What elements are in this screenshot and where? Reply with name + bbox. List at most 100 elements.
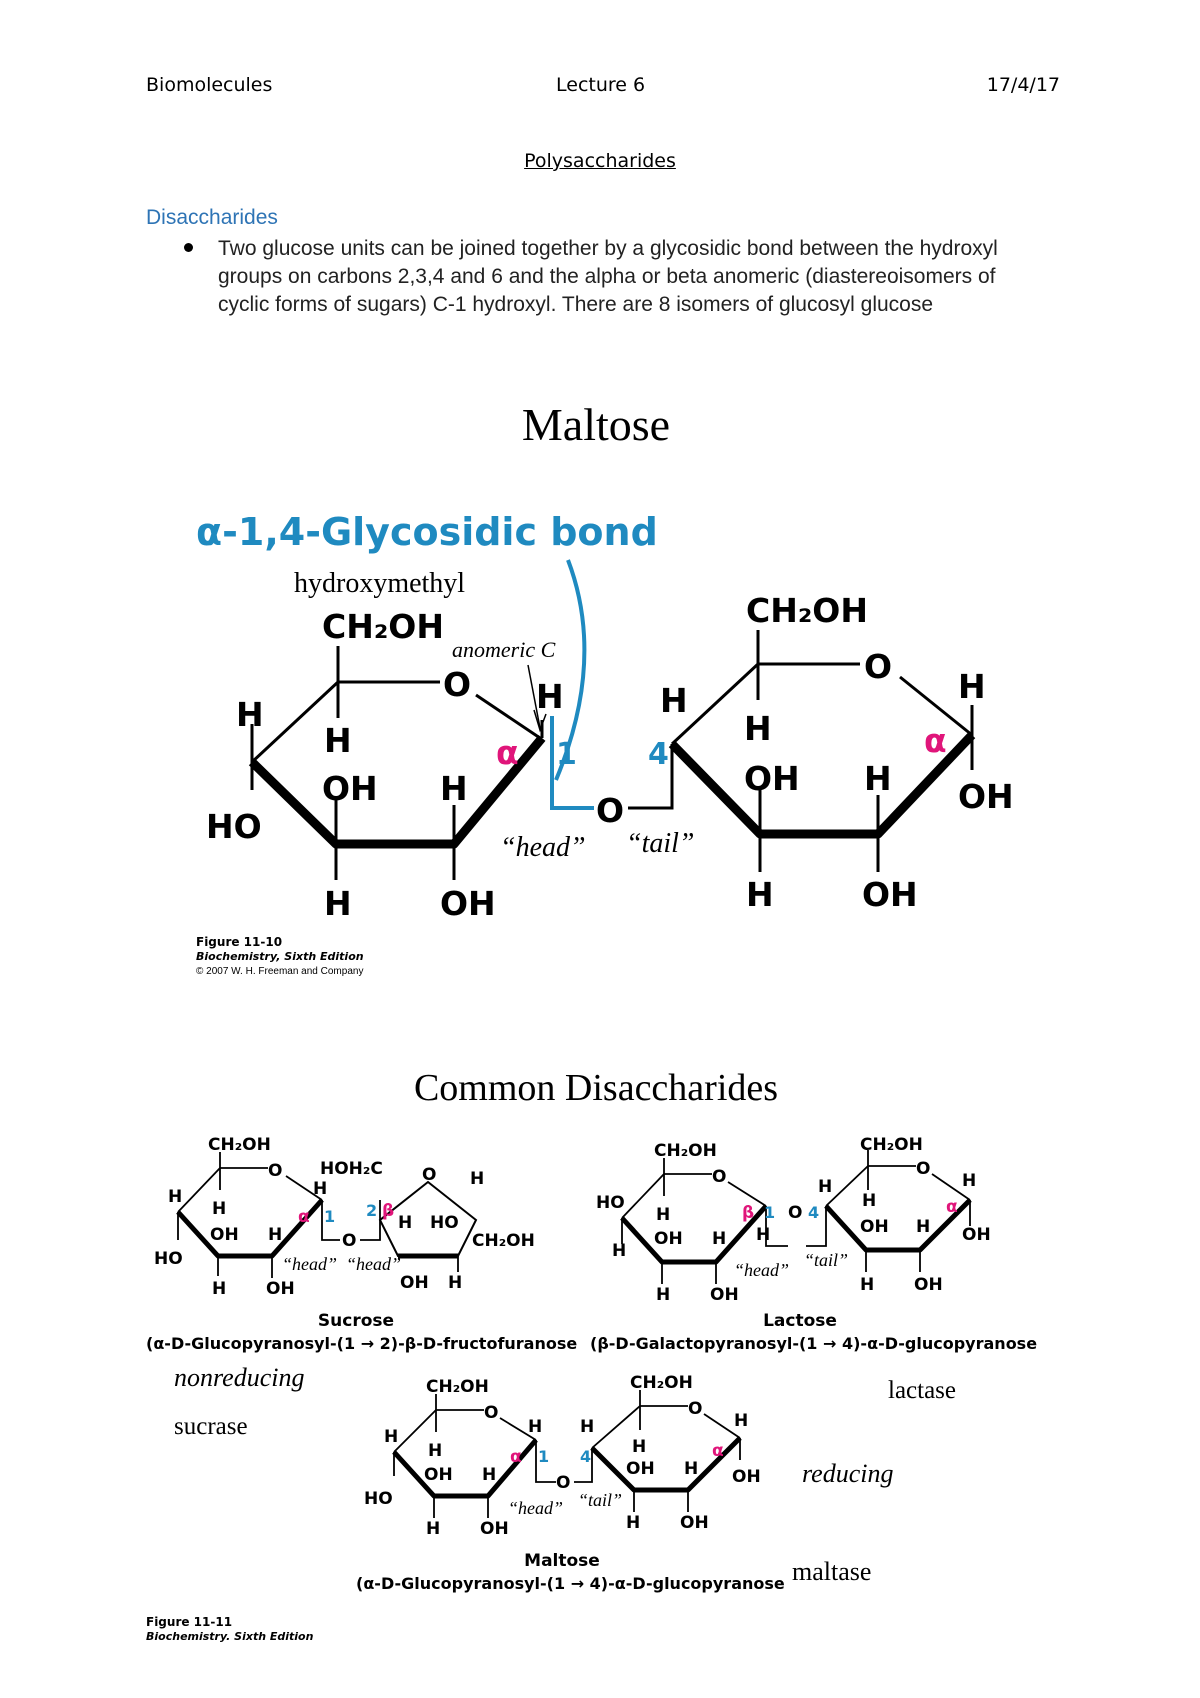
anomeric-label: anomeric C — [452, 637, 556, 662]
maltose2-oh1b: OH — [732, 1467, 761, 1487]
ch2oh-left: CH₂OH — [322, 607, 444, 646]
header-lecture: Lecture 6 — [556, 74, 646, 96]
maltose2-h3: H — [426, 1519, 440, 1539]
common-title: Common Disaccharides — [414, 1067, 778, 1109]
maltose2-h1b: H — [734, 1411, 748, 1431]
h-c4-left: H — [236, 695, 264, 734]
oh-c2-right: OH — [862, 875, 918, 914]
maltose2-h2b: H — [684, 1459, 698, 1479]
maltase-label: maltase — [792, 1557, 871, 1586]
ring-o-right: O — [864, 647, 892, 686]
common-disaccharides-figure: Common Disaccharides CH₂OH O H H H α 1 O… — [146, 1067, 1037, 1643]
figure-11-10-label: Figure 11-10 — [196, 935, 282, 949]
sucrose-h5: H — [212, 1199, 226, 1219]
sucrose-structure: CH₂OH O H H H α 1 OH H HO H OH O “head” … — [146, 1135, 577, 1353]
maltose2-h5: H — [428, 1441, 442, 1461]
sucrose-head1: “head” — [282, 1254, 337, 1274]
lactose-ch2oh-2: CH₂OH — [860, 1135, 923, 1155]
maltose-title: Maltose — [522, 399, 670, 450]
lactose-tail: “tail” — [804, 1250, 848, 1270]
hydroxymethyl-label: hydroxymethyl — [294, 568, 465, 599]
ch2oh-right: CH₂OH — [746, 591, 868, 630]
figure-11-11-label: Figure 11-11 — [146, 1615, 232, 1629]
maltose2-alpha-1: α — [510, 1447, 522, 1467]
lactose-h2b: H — [916, 1217, 930, 1237]
maltose2-head: “head” — [508, 1498, 563, 1518]
sucrose-ch2oh: CH₂OH — [208, 1135, 271, 1155]
oh-c3-left: OH — [322, 769, 378, 808]
lactose-bridge-o: O — [788, 1203, 802, 1223]
maltose2-ch2oh-2: CH₂OH — [630, 1373, 693, 1393]
lactose-ring-o1: O — [712, 1167, 726, 1187]
lactose-structure: CH₂OH O HO H β 1 OH H H H H OH O 4 “head… — [590, 1135, 1037, 1353]
maltose-figure: Maltose α-1,4-Glycosidic bond hydroxymet… — [196, 399, 1014, 977]
sucrose-h4: H — [168, 1187, 182, 1207]
reducing-label: reducing — [802, 1459, 893, 1488]
header-date: 17/4/17 — [986, 74, 1060, 96]
sucrose-c1: 1 — [324, 1207, 335, 1226]
sucrose-ho4: HO — [154, 1249, 183, 1269]
sucrose-name: Sucrose — [318, 1311, 394, 1331]
bullet-text: Two glucose units can be joined together… — [218, 237, 998, 316]
lactose-oh3: OH — [654, 1229, 683, 1249]
lactose-alpha: α — [946, 1197, 958, 1217]
maltose2-oh2b: OH — [680, 1513, 709, 1533]
document-title: Polysaccharides — [524, 150, 676, 172]
h-c3-left: H — [324, 884, 352, 923]
h-c3-right: H — [746, 875, 774, 914]
glycosidic-bond-label: α-1,4-Glycosidic bond — [196, 510, 658, 554]
bullet-dot-icon — [184, 243, 193, 252]
sucrose-oh3: OH — [210, 1225, 239, 1245]
lactose-h4: H — [612, 1241, 626, 1261]
oh-c3-right: OH — [744, 759, 800, 798]
sucrase-label: sucrase — [174, 1413, 248, 1440]
nonreducing-label: nonreducing — [174, 1363, 304, 1392]
sucrose-c2: 2 — [366, 1201, 377, 1220]
sucrose-ring-o2: O — [422, 1165, 436, 1185]
maltose2-c1: 1 — [538, 1447, 549, 1466]
lactose-h3: H — [656, 1285, 670, 1305]
sucrose-ho3f: HO — [430, 1213, 459, 1233]
lactose-c4: 4 — [808, 1203, 819, 1222]
sucrose-h5f: H — [470, 1169, 484, 1189]
lactose-h4b: H — [818, 1177, 832, 1197]
sucrose-oh-f: OH — [400, 1273, 429, 1293]
sucrose-beta: β — [382, 1201, 394, 1221]
h-c5-left: H — [324, 721, 352, 760]
carbon-4-label: 4 — [648, 737, 669, 772]
h-anomeric-right: H — [958, 667, 986, 706]
tail-label: “tail” — [626, 828, 694, 859]
maltose2-name: Maltose — [524, 1551, 600, 1571]
sucrose-head2: “head” — [346, 1254, 401, 1274]
maltose2-h4b: H — [580, 1417, 594, 1437]
sucrose-ring-o1: O — [268, 1161, 282, 1181]
lactose-h1: H — [756, 1225, 770, 1245]
sucrose-formula: (α-D-Glucopyranosyl-(1 → 2)-β-D-fructofu… — [146, 1334, 577, 1353]
alpha-label-left: α — [496, 733, 519, 772]
figure-11-10-copyright: © 2007 W. H. Freeman and Company — [196, 966, 363, 977]
h-c2-left: H — [440, 769, 468, 808]
maltose2-h5b: H — [632, 1437, 646, 1457]
maltose2-ring-o1: O — [484, 1403, 498, 1423]
alpha-label-right: α — [924, 721, 947, 760]
lactose-oh2: OH — [710, 1285, 739, 1305]
maltose2-c4: 4 — [580, 1447, 591, 1466]
figure-11-11-book: Biochemistry. Sixth Edition — [146, 1630, 314, 1643]
figure-11-10-book: Biochemistry, Sixth Edition — [196, 950, 364, 963]
lactose-formula: (β-D-Galactopyranosyl-(1 → 4)-α-D-glucop… — [590, 1334, 1037, 1353]
h-c2-right: H — [864, 759, 892, 798]
lactose-beta: β — [742, 1203, 754, 1223]
sucrose-h2: H — [268, 1225, 282, 1245]
h-c4-right: H — [660, 681, 688, 720]
lactose-ch2oh-1: CH₂OH — [654, 1141, 717, 1161]
maltose-small-structure: CH₂OH O H H H α 1 OH H HO H OH O “head” … — [356, 1373, 785, 1593]
lactose-h2: H — [712, 1229, 726, 1249]
maltose2-h1: H — [528, 1417, 542, 1437]
maltose2-ho4: HO — [364, 1489, 393, 1509]
sucrose-oh2: OH — [266, 1279, 295, 1299]
ho-c4-left: HO — [206, 807, 262, 846]
h-anomeric-left: H — [536, 677, 564, 716]
lactose-c1: 1 — [764, 1203, 775, 1222]
head-label: “head” — [500, 832, 586, 863]
